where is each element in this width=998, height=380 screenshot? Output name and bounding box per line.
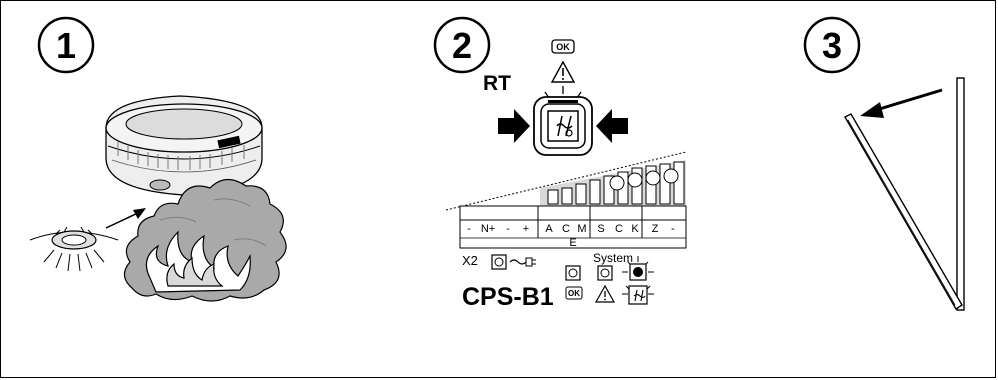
arrow-icon (105, 208, 146, 229)
ok-badge-label: OK (568, 289, 580, 298)
arrow-icon (498, 109, 530, 143)
terminal-labels: - N+ - + A C M S C K Z - E (467, 223, 675, 249)
terminal-block: - N+ - + A C M S C K Z - E (445, 151, 687, 249)
panel-lid-icon (844, 77, 965, 311)
terminal-label: C (562, 223, 570, 235)
terminal-label: - (506, 223, 510, 235)
fire-button-icon (533, 86, 593, 156)
system-label: System (593, 251, 633, 265)
terminal-label: - (671, 223, 675, 235)
circle-number-icon: 3 (803, 16, 861, 74)
terminal-label: Z (652, 223, 659, 235)
bus-label: E (569, 237, 576, 249)
step-3-number: 3 (822, 25, 842, 66)
ok-badge: OK (551, 39, 575, 54)
fire-button-icon (622, 285, 654, 305)
terminal-label: K (631, 223, 639, 235)
terminal-label: + (523, 223, 529, 235)
x2-button-icon (491, 254, 507, 270)
detector-base-icon (29, 226, 119, 272)
step-1-group: 1 (29, 16, 287, 302)
terminal-label: - (467, 223, 471, 235)
step-3-group: 3 (803, 16, 965, 311)
ok-badge: OK (565, 286, 583, 300)
terminal-label: N+ (481, 223, 495, 235)
flame-icon (145, 230, 251, 293)
led-icon (622, 256, 654, 281)
rt-label: RT (483, 72, 511, 95)
warning-triangle-icon (594, 284, 616, 303)
system-button-icon (597, 265, 613, 281)
circle-number-icon: 1 (37, 16, 95, 74)
ok-button-icon (565, 265, 581, 281)
terminal-label: S (597, 223, 604, 235)
arrow-icon (596, 109, 628, 143)
warning-triangle-icon (550, 60, 576, 83)
step-2-number: 2 (452, 25, 472, 66)
circle-number-icon: 2 (433, 16, 491, 74)
terminal-label: A (545, 223, 553, 235)
ok-badge-label: OK (556, 42, 570, 52)
terminal-label: M (577, 223, 586, 235)
arrow-icon (860, 88, 943, 118)
step-2-group: 2 OK RT (433, 16, 687, 311)
smoke-detector-icon (105, 95, 263, 196)
x2-label: X2 (462, 253, 478, 268)
plug-icon (509, 257, 536, 267)
device-label: CPS-B1 (462, 283, 554, 311)
terminal-label: C (615, 223, 623, 235)
step-1-number: 1 (56, 25, 76, 66)
